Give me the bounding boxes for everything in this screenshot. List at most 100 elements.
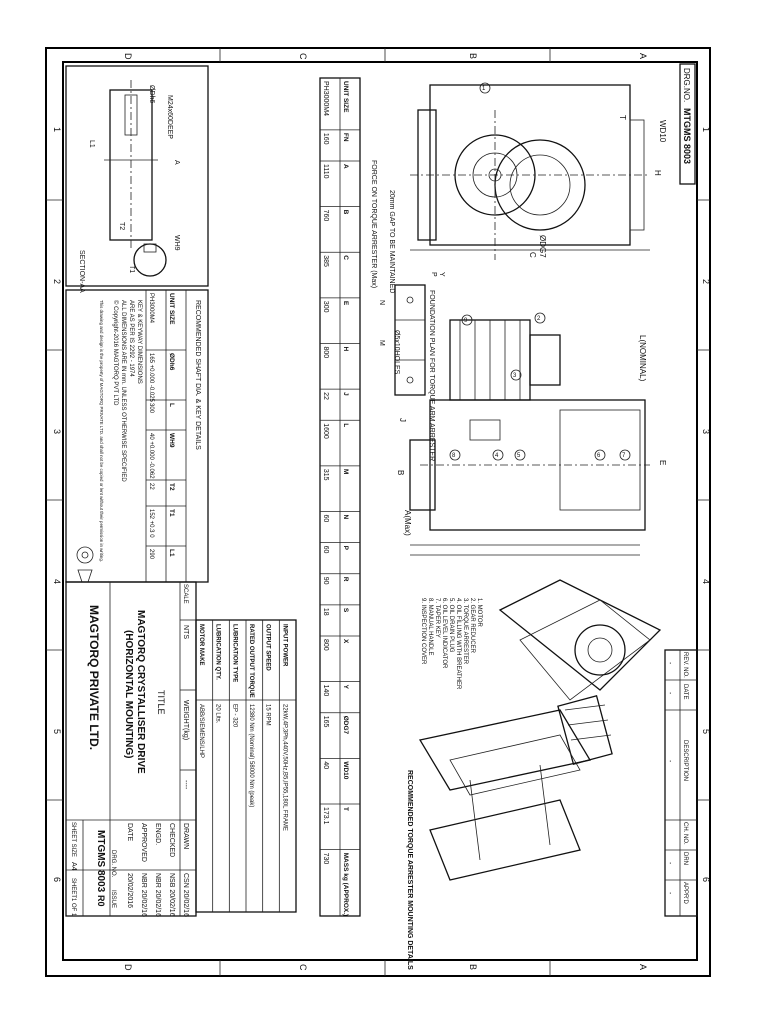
part-6: 6. OIL LEVEL INDICATOR [441,598,447,669]
company-name: MAGTORQ PRIVATE LTD. [87,605,101,750]
shaft-table-header: UNIT SIZE [168,293,175,325]
approved-value: NBR 20/02/16 [140,873,147,917]
zone-row-b-bottom: B [468,964,478,970]
dim-wh9: WH9 [173,235,180,251]
dim-table-value: 22 [322,392,329,400]
spec-value: 15 RPM [265,704,271,726]
sheet-frame [45,47,711,977]
spec-value: 12380 Nm (Nominal) 58000 Nm (peak) [248,704,254,807]
shaft-note-1: KEY & KEYWAY DIMENSIONS [136,300,142,384]
dim-j: J [398,418,407,422]
dim-table-value: 60 [322,546,329,554]
drg-no-value-bottom: MTGMS 8003 [95,830,106,893]
part-5: 5. OIL DRAIN PLUG [448,598,454,653]
dim-e: E [658,460,667,465]
sheet-size-value: A4 [70,862,77,871]
date-label: DATE [126,823,133,841]
zone-col-4-left: 4 [52,579,62,584]
dim-table-value: 140 [322,685,329,697]
dim-table-header: T [342,807,349,811]
dim-table-header: B [342,210,349,215]
zone-col-1-right: 1 [701,127,711,132]
shaft-proprietary: This drawing and design is the property … [99,300,104,562]
frame-zone-letters: D C B A D C B A [123,53,648,971]
dim-table-value: 40 [322,761,329,769]
dim-a-max: A(Max) [403,510,412,536]
sheet-number: 1 OF 1 [70,898,76,917]
sheet-size-label: SHEET SIZE [70,822,76,857]
drawn-label: DRAWN [182,823,189,849]
part-8: 8. MANUAL HANDLE [427,598,433,655]
dim-table-header: X [342,639,349,644]
foundation-title: FOUNDATION PLAN FOR TORQUE ARM ARRESTER [428,290,435,461]
dim-table-value: 173.1 [322,807,329,825]
zone-col-1-left: 1 [52,127,62,132]
spec-value: ABB/SIEMENS/LHP [198,704,204,758]
spec-label: MOTOR MAKE [198,624,204,666]
dim-table-header: M [342,469,349,474]
dim-t: T [618,115,627,120]
shaft-copyright: © Copyright-2016 MAGTORQ PVT LTD [112,300,119,406]
zone-row-d-bottom: D [123,964,133,971]
shaft-note-2: ARE AS PER IS 2292 - 1974 [128,300,134,377]
dim-table-value: 315 [322,469,329,481]
rev-value-no: - [666,662,673,665]
projection-symbol [76,546,94,583]
dim-wd10: WD10 [658,120,667,143]
date-value: 20/02/2016 [126,873,133,908]
spec-label: RATED OUTPUT TORQUE [248,624,254,698]
dim-l1: L1 [88,140,95,148]
issue-value: R0 [96,895,106,907]
dim-table-value: 1600 [322,423,329,439]
shaft-table-header: L1 [168,549,175,557]
foundation-plan: FOUNDATION PLAN FOR TORQUE ARM ARRESTER … [378,272,445,461]
part-4: 4. OIL FILLING WITH BREATHER [455,598,461,690]
dim-c: C [528,252,537,258]
zone-col-3-left: 3 [52,429,62,434]
zone-col-3-right: 3 [701,429,711,434]
drawn-value: CSN 20/02/16 [182,873,189,917]
rev-value-desc: - [666,760,673,763]
dim-table-header: FN [342,133,349,142]
engd-value: NBR 20/02/16 [154,873,161,917]
spec-value: 22kW,4P,3Ph,440V,50Hz,B5,IP55,180L FRAME [281,704,287,831]
zone-row-c-top: C [298,53,308,60]
dim-table-header: UNIT SIZE [342,81,349,113]
part-1: 1. MOTOR [476,598,482,628]
spec-value: 20 Lits. [215,704,221,724]
torque-arrester-iso-view [418,709,592,881]
engd-label: ENGD. [154,823,161,845]
isometric-drive-view [498,579,662,765]
gap-note: 20mm GAP TO BE MAINTAINED [388,190,395,293]
dim-table-header: R [342,577,349,582]
title-line-1: MAGTORQ CRYSTALLISER DRIVE [135,610,146,774]
part-3: 3. TORQUE ARRESTER [462,598,468,665]
dim-table-header: N [342,515,349,520]
shaft-note-3: ALL DIMENSIONS ARE IN mm. UNLESS OTHERWI… [120,300,126,482]
shaft-table-header: ØDh6 [168,353,175,371]
dim-pdg7: ØDG7 [538,235,547,258]
approved-label: APPROVED [140,823,147,862]
frame-zone-numbers-right: 1 2 3 4 5 6 [701,127,711,882]
dim-table-header: ØDG7 [342,716,349,735]
dim-h: H [653,170,662,176]
balloon-8: 8 [452,453,456,459]
zone-col-4-right: 4 [701,579,711,584]
dim-table-header: C [342,255,349,260]
balloon-9: 9 [464,318,468,324]
title-block [65,581,197,917]
dim-n: N [378,300,385,305]
shaft-table-value: 40 +0.000 -0.062 [148,433,154,479]
zone-col-6-left: 6 [52,877,62,882]
rev-value-date: - [666,692,673,695]
dim-table-value: 60 [322,515,329,523]
drg-no-box-top: DRG.NO. MTGMS 8003 [679,63,696,185]
spec-table-cells: INPUT POWER 22kW,4P,3Ph,440V,50Hz,B5,IP55… [198,620,287,912]
balloon-4: 4 [495,453,499,459]
dim-table-header: E [342,301,349,306]
parts-list: 1. MOTOR 2. GEAR REDUCER 3. TORQUE ARRES… [420,598,482,690]
dim-table-value: 1110 [322,164,329,179]
shaft-table-value: 165 +0.000 -0.025 [148,353,154,403]
spec-label: INPUT POWER [281,624,287,667]
dim-table-header: MASS kg (APPROX.) [342,853,349,917]
